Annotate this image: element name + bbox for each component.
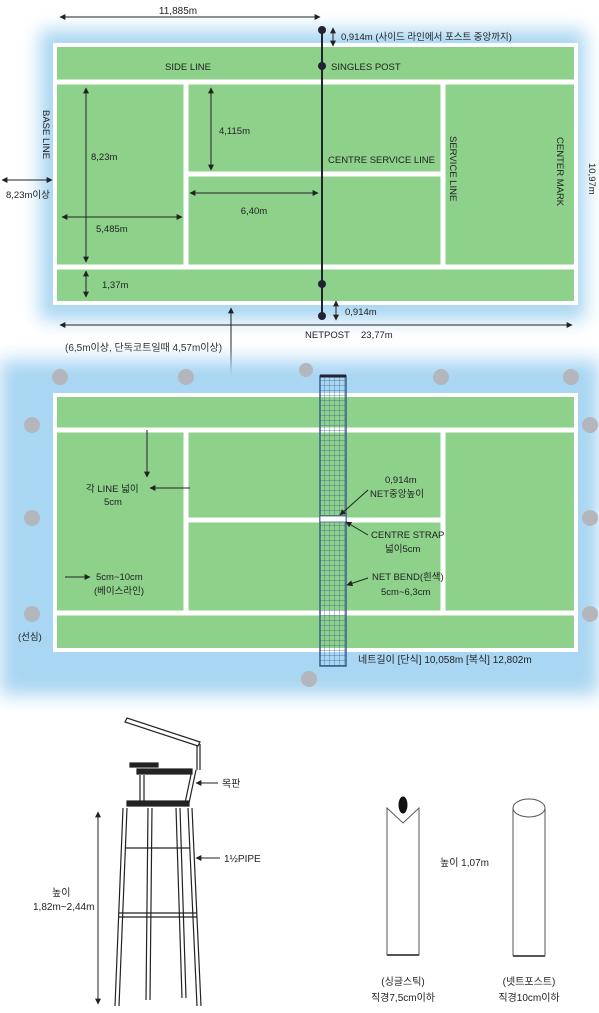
label-side-space: (6,5m이상, 단독코트일때 4,57m이상) <box>65 342 222 354</box>
label-6-40: 6,40m <box>241 206 267 217</box>
label-seat: (선심) <box>18 632 42 643</box>
label-single-stick-dia: 직경7,5cm이하 <box>371 991 435 1004</box>
arrow-net-bend <box>346 577 369 587</box>
chair-leg <box>114 807 128 1007</box>
label-base-line: BASE LINE <box>40 110 51 159</box>
marker-ball <box>24 417 40 433</box>
label-23-77: 23,77m <box>361 330 393 341</box>
chair-seat <box>126 800 190 807</box>
chair-leg <box>145 807 153 1001</box>
chair-annotations: 목판 1½PIPE 높이 1,82m~2,44m <box>33 778 261 1005</box>
marker-ball <box>299 363 313 377</box>
label-net-height-label: NET중앙높이 <box>370 488 424 500</box>
chair-leg <box>187 807 202 1007</box>
label-net-bend-width: 5cm~6,3cm <box>381 587 430 598</box>
chair-crossbar <box>119 912 197 918</box>
label-baseline-width: 5cm~10cm <box>96 572 143 583</box>
label-centre-service-line: CENTRE SERVICE LINE <box>328 155 435 166</box>
marker-ball <box>24 510 40 526</box>
label-pipe: 1½PIPE <box>224 854 261 865</box>
chair-leg <box>175 807 187 999</box>
chair-seat-front <box>139 775 145 801</box>
label-side-line: SIDE LINE <box>165 62 211 73</box>
label-1-37: 1,37m <box>102 280 128 291</box>
label-baseline: (베이스라인) <box>94 586 144 597</box>
marker-ball <box>582 510 598 526</box>
net-post-top <box>512 798 546 818</box>
label-plank: 목판 <box>222 778 240 790</box>
label-back-space: 8,23m이상 <box>6 190 50 201</box>
chair-canopy <box>124 717 201 747</box>
top-court: 11,885m 0,914m (사이드 라인에서 포스트 중앙까지) SIDE … <box>1 6 597 391</box>
label-post-offset: 0,914m (사이드 라인에서 포스트 중앙까지) <box>341 31 512 43</box>
marker-ball <box>563 369 579 385</box>
label-centre-strap-width: 넓이5cm <box>385 544 421 555</box>
chair-backrest <box>184 769 197 804</box>
posts-annotations: 높이 1,07m (싱글스틱) 직경7,5cm이하 (넷트포스트) 직경10cm… <box>371 857 560 1004</box>
label-centre-strap: CENTRE STRAP <box>371 530 444 541</box>
label-4-115: 4,115m <box>219 126 250 137</box>
label-single-stick: (싱글스틱) <box>381 976 424 988</box>
arrow-net-height <box>339 489 369 516</box>
centre-strap <box>319 515 347 523</box>
label-net-post-dia: 직경10cm이하 <box>498 991 559 1004</box>
label-service-line: SERVICE LINE <box>447 136 458 201</box>
top-singles-post-bottom <box>318 280 326 288</box>
singles-stick <box>386 796 420 956</box>
chair-plank-armrest <box>136 768 193 775</box>
label-height: 높이 <box>52 887 70 899</box>
top-netpost-bottom <box>318 312 326 320</box>
arrow-centre-strap <box>345 521 369 536</box>
label-post-height: 높이 1,07m <box>440 857 489 869</box>
marker-ball <box>433 369 449 385</box>
label-center-mark: CENTER MARK <box>554 137 565 207</box>
label-singles-post: SINGLES POST <box>331 62 401 73</box>
marker-ball <box>178 369 194 385</box>
label-net-post: (넷트포스트) <box>503 976 556 988</box>
label-netpost: NETPOST <box>305 330 350 341</box>
marker-ball <box>301 671 317 687</box>
net-post <box>512 798 546 957</box>
label-height-val: 1,82m~2,44m <box>33 902 94 913</box>
chair-plank-top <box>129 762 159 768</box>
top-singles-post-top <box>318 62 326 70</box>
label-total-length: 11,885m <box>159 6 197 17</box>
label-8-23: 8,23m <box>91 152 117 163</box>
label-net-height: 0,914m <box>385 475 417 486</box>
singles-stick-knob <box>398 796 408 814</box>
top-netpost-top <box>318 26 326 34</box>
marker-ball <box>24 606 40 622</box>
label-5-485: 5,485m <box>96 224 128 235</box>
label-line-width-val: 5cm <box>104 497 122 508</box>
label-line-width: 각 LINE 넓이 <box>86 483 139 495</box>
label-net-bend: NET BEND(흰색) <box>372 571 444 583</box>
singles-stick-body <box>386 806 420 956</box>
marker-ball <box>582 417 598 433</box>
label-10-97: 10,97m <box>586 163 597 195</box>
marker-ball <box>52 369 68 385</box>
umpire-chair <box>114 717 202 1007</box>
label-0-914: 0,914m <box>345 307 377 318</box>
label-net-length: 네트길이 [단식] 10,058m [복식] 12,802m <box>358 653 532 666</box>
bottom-court: 각 LINE 넓이 5cm 5cm~10cm (베이스라인) 0,914m NE… <box>0 360 599 695</box>
marker-ball <box>582 606 598 622</box>
